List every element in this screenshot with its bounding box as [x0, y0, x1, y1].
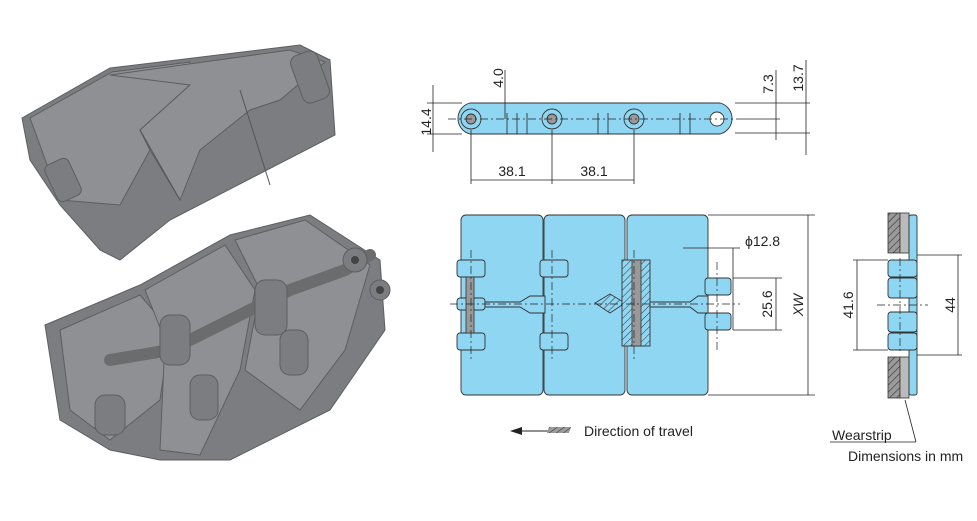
side-view: 14.4 4.0 7.3 13.7 38.1 38.1 — [418, 60, 810, 184]
wearstrip-label: Wearstrip — [832, 427, 892, 443]
units-note: Dimensions in mm — [848, 448, 963, 464]
end-view: 41.6 44 Wearstrip Dimensions in mm — [830, 212, 963, 464]
dim-offset: 4.0 — [490, 68, 506, 88]
dim-pin-center: 7.3 — [760, 74, 776, 94]
direction-label: Direction of travel — [584, 423, 693, 439]
dim-total: 13.7 — [790, 64, 806, 91]
chain-photo-bottom — [44, 214, 391, 461]
dim-inner: 41.6 — [840, 291, 856, 318]
chain-photo-top — [21, 44, 336, 261]
dim-width: XW — [790, 292, 806, 317]
top-view: ϕ12.8 25.6 XW Direction of travel — [450, 214, 815, 439]
dim-outer: 44 — [942, 297, 958, 313]
dim-pin-diameter: ϕ12.8 — [745, 233, 780, 249]
direction-arrow-icon — [510, 427, 572, 435]
dim-height: 14.4 — [418, 108, 434, 135]
pitch-2: 38.1 — [580, 163, 607, 179]
dim-hinge: 25.6 — [759, 290, 775, 317]
pitch-1: 38.1 — [498, 163, 525, 179]
